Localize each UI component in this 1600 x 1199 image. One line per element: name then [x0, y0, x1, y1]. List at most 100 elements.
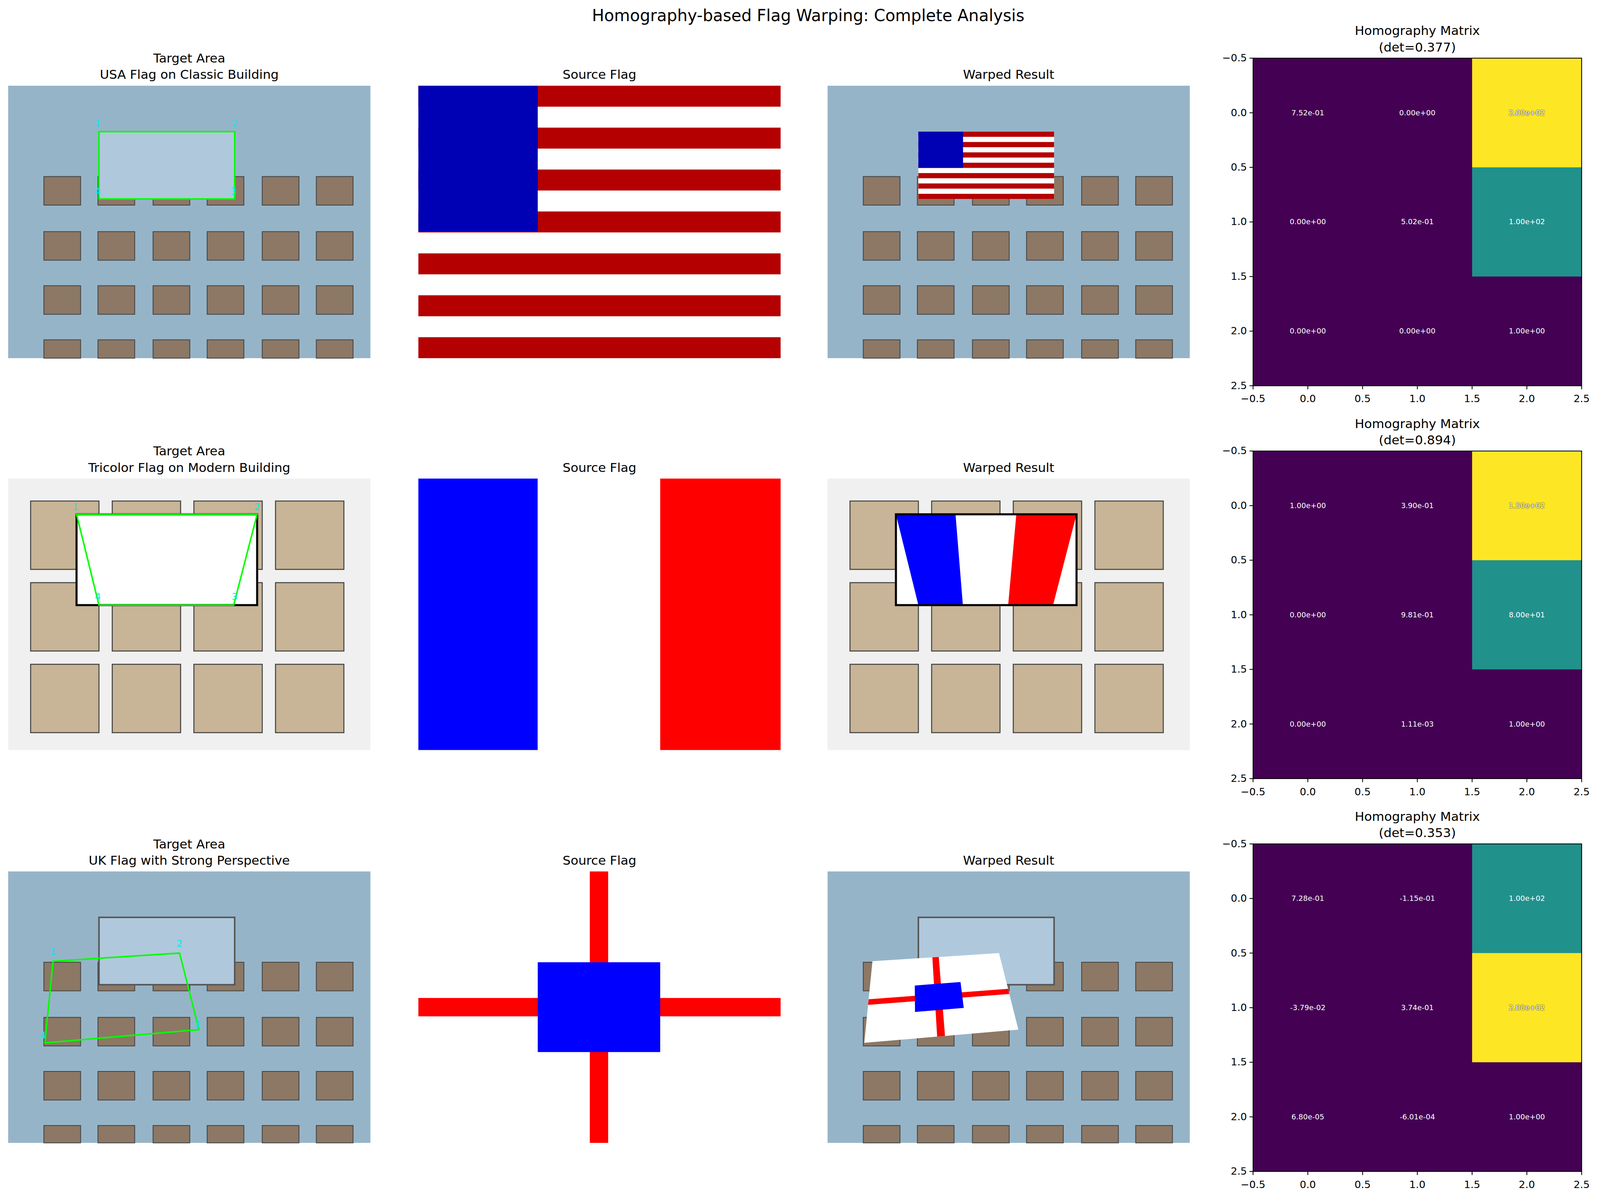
window: [1135, 176, 1173, 206]
window: [316, 231, 354, 261]
tick-label: 2.0: [1518, 786, 1535, 798]
matrix-cell: [1472, 58, 1582, 168]
tick-mark: [1307, 385, 1309, 390]
target-quad: [45, 953, 200, 1044]
window: [917, 340, 954, 359]
tick-mark: [1249, 898, 1254, 900]
tick-label: 2.0: [1230, 325, 1247, 338]
window: [1026, 340, 1064, 359]
panel-title: Source Flag: [562, 460, 637, 475]
window: [97, 285, 135, 315]
matrix-value: 1.00e+00: [1508, 1113, 1545, 1122]
window: [917, 285, 954, 315]
window: [917, 231, 954, 261]
window: [863, 1125, 900, 1144]
window: [207, 1125, 244, 1144]
window: [972, 285, 1009, 315]
tick-label: 1.0: [1230, 609, 1247, 621]
matrix-value: 3.74e-01: [1400, 1003, 1434, 1013]
tick-mark: [1307, 778, 1309, 783]
window: [316, 962, 354, 991]
tick-mark: [1362, 385, 1364, 390]
flag-ground: [918, 131, 1054, 200]
matrix-cell: [1362, 167, 1473, 278]
tick-label: −0.5: [1240, 1179, 1266, 1191]
tick-label: 1.5: [1463, 786, 1481, 798]
window: [262, 1071, 299, 1101]
window: [1026, 1017, 1064, 1047]
matrix-cell: [1253, 58, 1363, 168]
panel-subtitle: (det=0.377): [1378, 40, 1457, 55]
tick-mark: [1362, 778, 1364, 783]
matrix-cell: [1253, 560, 1363, 670]
window: [97, 1017, 135, 1047]
window: [43, 176, 81, 206]
window: [316, 1017, 354, 1047]
building-facade: [8, 478, 371, 751]
window: [207, 1071, 244, 1101]
callout-number: 4: [39, 1030, 46, 1041]
matrix-cell: [1472, 1062, 1582, 1173]
panel-subtitle: USA Flag on Classic Building: [99, 67, 279, 82]
panel-subtitle: (det=0.894): [1378, 433, 1457, 447]
tick-mark: [1249, 221, 1254, 223]
panel-title: Target Area: [153, 444, 226, 458]
matrix-value: 6.80e-05: [1291, 1113, 1325, 1122]
matrix-value: 7.52e-01: [1291, 108, 1325, 118]
tick-label: 0.0: [1299, 786, 1316, 798]
window: [863, 340, 900, 359]
matrix-value: -3.79e-02: [1289, 1003, 1326, 1013]
window: [153, 340, 190, 359]
tick-label: 2.0: [1230, 718, 1247, 731]
wall-tile: [1094, 664, 1164, 733]
axes-frame: [1253, 450, 1582, 779]
matrix-value: 1.50e+02: [1508, 501, 1545, 510]
panel-title: Warped Result: [962, 460, 1054, 475]
panel-title: Source Flag: [562, 853, 637, 868]
window: [262, 962, 299, 991]
window: [262, 1125, 299, 1144]
window: [1081, 962, 1119, 991]
flag-stripe: [418, 337, 781, 359]
window: [43, 1071, 81, 1101]
tick-label: 1.5: [1463, 1179, 1481, 1191]
matrix-value: 2.00e+02: [1508, 1003, 1545, 1013]
matrix-cell: [1362, 560, 1473, 670]
tick-mark: [1249, 1062, 1254, 1063]
target-quad: [99, 131, 235, 200]
wall-tile: [1013, 664, 1082, 733]
window: [917, 1071, 954, 1101]
flag-canton: [918, 131, 963, 168]
window: [1081, 231, 1119, 261]
tick-mark: [1307, 1171, 1309, 1176]
tick-mark: [1526, 778, 1528, 783]
window: [97, 1071, 135, 1101]
tick-label: 2.5: [1573, 393, 1590, 406]
window: [262, 231, 299, 261]
tick-label: 2.0: [1230, 1111, 1247, 1124]
matrix-cell: [1362, 844, 1473, 954]
building-facade: [8, 85, 371, 359]
matrix-value: 0.00e+00: [1289, 327, 1326, 336]
flag-ground: [418, 85, 781, 359]
matrix-cell: [1253, 450, 1363, 561]
matrix-value: 2.00e+02: [1508, 108, 1545, 118]
flag-stripe: [418, 253, 781, 275]
building-facade: [8, 871, 371, 1144]
window: [1081, 176, 1119, 206]
flag-center: [537, 962, 661, 1053]
window-grid: [43, 962, 354, 1144]
window: [43, 962, 81, 991]
window: [1081, 285, 1119, 315]
callout-number: 2: [231, 118, 238, 129]
tick-mark: [1249, 614, 1254, 616]
panel-subtitle: (det=0.353): [1378, 826, 1457, 840]
window: [262, 340, 299, 359]
window: [97, 231, 135, 261]
window: [316, 285, 354, 315]
tick-label: −0.5: [1240, 393, 1266, 406]
flag-stripe: [418, 295, 781, 317]
usa-flag-warped: [918, 131, 1054, 200]
window: [316, 1125, 354, 1144]
tick-label: 1.5: [1463, 393, 1481, 406]
